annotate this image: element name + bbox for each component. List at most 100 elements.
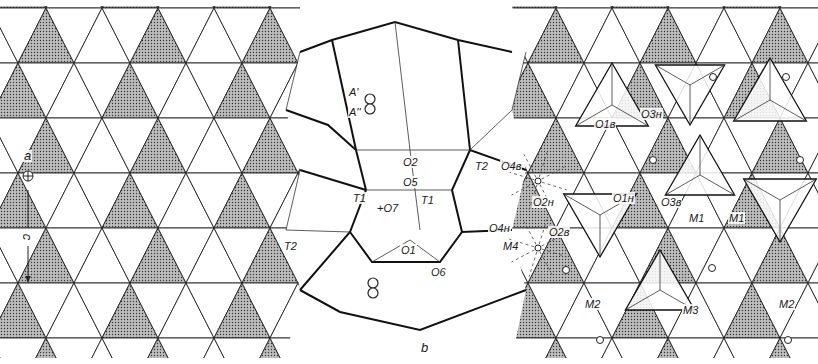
site-label: +O7 <box>376 202 399 214</box>
polyhedron-edge <box>366 190 452 191</box>
site-label: M1 <box>688 212 705 224</box>
tetrahedron-edge <box>734 58 807 121</box>
site-label: O2в <box>548 226 570 238</box>
octahedron-face <box>270 0 326 8</box>
octahedron-face <box>724 0 780 8</box>
octahedron-face <box>438 173 494 228</box>
octahedron-face <box>326 63 382 118</box>
site-label: O2н <box>532 196 555 208</box>
octahedron-face <box>410 63 466 118</box>
octahedron-face <box>0 0 46 8</box>
tetrahedron-edge <box>744 179 817 242</box>
octahedron-face <box>382 118 438 173</box>
polyhedron-edge <box>286 230 350 232</box>
octahedron-face <box>270 283 326 338</box>
octahedron-face <box>382 8 438 63</box>
site-label: M1 <box>728 212 745 224</box>
axis-label: b <box>420 342 429 354</box>
octahedron-face <box>500 338 556 364</box>
octahedron-face <box>270 173 326 228</box>
octahedron-face <box>270 338 326 364</box>
coordination-ray <box>509 172 534 180</box>
tetrahedron <box>744 179 817 242</box>
octahedron-face <box>808 118 818 173</box>
coordination-ray <box>539 152 547 177</box>
octahedron-face <box>298 118 354 173</box>
octahedron-face <box>326 283 382 338</box>
octahedron-face <box>270 228 326 283</box>
site-label: A' <box>348 86 359 98</box>
cation-site <box>535 245 541 251</box>
site-label: T2 <box>283 240 298 252</box>
cation-site <box>797 157 804 164</box>
octahedron-face <box>500 0 556 8</box>
octahedron-face <box>444 8 500 63</box>
site-label: O1н <box>612 192 635 204</box>
octahedron-face <box>354 283 410 338</box>
octahedron-face <box>270 63 326 118</box>
cation-site <box>709 265 716 272</box>
site-label: A'' <box>348 106 362 118</box>
site-label: T1 <box>352 192 367 204</box>
cation-site <box>597 337 604 344</box>
coordination-ray <box>542 182 567 190</box>
octahedron-face <box>410 8 466 63</box>
octahedron-face <box>102 0 158 8</box>
site-label: O3н <box>640 108 663 120</box>
octahedron-face <box>298 173 354 228</box>
octahedron-face <box>354 338 410 364</box>
tetrahedral-chain <box>300 170 366 190</box>
octahedron-face <box>556 338 612 364</box>
tetrahedral-chain <box>350 232 462 262</box>
octahedron-face <box>102 338 158 364</box>
site-label: M3 <box>682 304 699 316</box>
polyhedron-edge <box>512 52 526 110</box>
polyhedron-edge <box>470 110 512 150</box>
site-label: O3в <box>660 196 682 208</box>
tetrahedral-chain <box>458 40 470 150</box>
octahedron-face <box>326 0 382 8</box>
octahedron-face <box>270 118 326 173</box>
site-label: T2 <box>474 160 489 172</box>
octahedron-face <box>298 0 354 8</box>
cation-site <box>563 267 570 274</box>
octahedron-face <box>808 63 818 118</box>
octahedron-face <box>808 283 818 338</box>
octahedron-face <box>410 228 466 283</box>
octahedron-face <box>612 338 668 364</box>
octahedron-face <box>612 0 668 8</box>
tetrahedron <box>665 135 734 195</box>
octahedron-face <box>780 0 818 8</box>
octahedron-face <box>158 0 214 8</box>
polyhedron-edge <box>356 150 470 151</box>
octahedron-face <box>808 228 818 283</box>
site-label: O1 <box>400 244 417 256</box>
octahedron-face <box>724 338 780 364</box>
octahedron-face <box>354 0 410 8</box>
cation-site <box>783 74 790 81</box>
site-label: T1 <box>420 194 435 206</box>
coordination-ray <box>511 183 534 195</box>
site-label: O6 <box>430 266 447 278</box>
coordination-ray <box>542 167 565 179</box>
octahedron-face <box>410 0 466 8</box>
octahedron-face <box>46 0 102 8</box>
polyhedron-edge <box>286 170 300 230</box>
tetrahedral-chain <box>452 150 526 232</box>
octahedron-face <box>298 338 354 364</box>
site-label: O5 <box>402 176 419 188</box>
octahedron-face <box>382 283 438 338</box>
octahedron-face <box>158 338 214 364</box>
cation-site <box>710 74 717 81</box>
site-label: O4в <box>500 160 522 172</box>
site-label: M2 <box>778 298 795 310</box>
coordination-ray <box>524 221 536 244</box>
site-label: O2 <box>402 156 419 168</box>
octahedron-face <box>270 8 326 63</box>
octahedron-face <box>808 0 818 8</box>
coordination-ray <box>529 252 537 277</box>
tetrahedral-chain <box>300 290 526 330</box>
site-label: O1в <box>594 118 616 130</box>
axis-label: a <box>23 150 32 162</box>
octahedron-face <box>444 118 500 173</box>
